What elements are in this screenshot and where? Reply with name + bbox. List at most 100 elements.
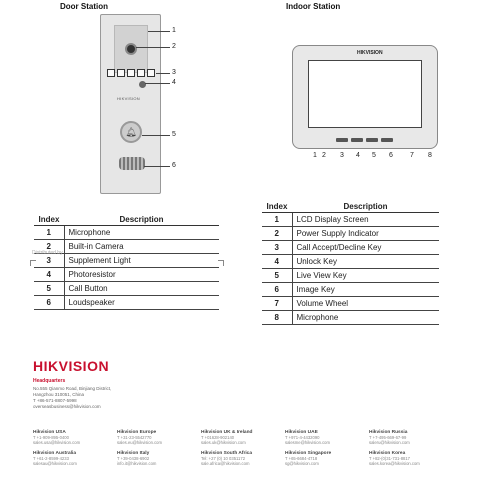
hq-phone: T +86-571-8807-5998: [33, 398, 77, 403]
keys-row: [336, 138, 393, 142]
office-name: Hikvision Australia: [33, 451, 77, 456]
hq-address-line: No.555 Qianmo Road, Binjiang District,: [33, 386, 112, 391]
row-description: Loudspeaker: [63, 295, 219, 310]
callout-line: [145, 83, 170, 84]
key-icon: [351, 138, 363, 142]
office-phone: T +61-2-8599-4233: [33, 456, 69, 461]
row-description: Photoresistor: [63, 267, 219, 282]
row-index: 2: [34, 239, 64, 254]
indoor-header-description: Description: [292, 201, 439, 213]
led-icon: [147, 69, 155, 77]
door-callout-3: 3: [172, 69, 176, 76]
row-index: 4: [34, 267, 64, 282]
row-description: Built-in Camera: [63, 239, 219, 254]
row-index: 6: [34, 295, 64, 310]
row-description: Power Supply Indicator: [291, 226, 439, 241]
led-icon: [107, 69, 115, 77]
office-phone: Tel: +27 (0) 10 0351172: [201, 456, 246, 461]
office-name: Hikvision South Africa: [201, 451, 252, 456]
row-index: 7: [262, 296, 292, 311]
lcd-screen: [308, 60, 422, 128]
office-phone: T +7-495-669-67-99: [369, 435, 407, 440]
callout-line: [136, 47, 170, 48]
office-email[interactable]: sales.usa@hikvision.com: [33, 440, 81, 445]
distributor-watermark: Distributed by: [32, 250, 63, 256]
office-email[interactable]: saleru@hikvision.com: [369, 440, 410, 445]
row-index: 4: [262, 254, 292, 269]
office-email[interactable]: info.it@hikvision.com: [117, 461, 157, 466]
office-name: Hikvision Italy: [117, 451, 150, 456]
indoor-station-image: HIKVISION: [292, 45, 438, 149]
row-index: 2: [262, 226, 292, 241]
office-email[interactable]: sg@hikvision.com: [285, 461, 319, 466]
row-description: Live View Key: [291, 268, 439, 283]
office-email[interactable]: sales.eu@hikvision.com: [117, 440, 162, 445]
row-description: Volume Wheel: [291, 296, 439, 311]
row-index: 1: [262, 212, 292, 227]
door-callout-5: 5: [172, 131, 176, 138]
indoor-callout-6: 6: [389, 152, 393, 159]
office-email[interactable]: sales.korea@hikvision.com: [369, 461, 420, 466]
indoor-callout-7: 7: [410, 152, 414, 159]
led-icon: [127, 69, 135, 77]
callout-line: [142, 135, 170, 136]
door-top-panel: [114, 25, 148, 73]
office-phone: T +31-23-5542770: [117, 435, 152, 440]
office-phone: T +1-909-895-0400: [33, 435, 69, 440]
office-phone: T +39-0438-6902: [117, 456, 150, 461]
frame-corner: [30, 260, 36, 266]
indoor-logo: HIKVISION: [357, 50, 383, 56]
office-name: Hikvision Korea: [369, 451, 406, 456]
indoor-callout-8: 8: [428, 152, 432, 159]
row-description: Microphone: [63, 225, 219, 240]
office-name: Hikvision UAE: [285, 430, 318, 435]
row-description: Microphone: [291, 310, 439, 325]
row-description: Call Button: [63, 281, 219, 296]
key-icon: [336, 138, 348, 142]
speaker-grille-icon: [119, 157, 145, 170]
indoor-callout-2: 2: [322, 152, 326, 159]
indoor-callout-4: 4: [356, 152, 360, 159]
row-description: LCD Display Screen: [291, 212, 439, 227]
door-header-description: Description: [64, 214, 219, 226]
office-email[interactable]: sales.uk@hikvision.com: [201, 440, 246, 445]
callout-line: [144, 166, 170, 167]
row-index: 8: [262, 310, 292, 325]
led-icon: [137, 69, 145, 77]
indoor-callout-3: 3: [340, 152, 344, 159]
door-header-index: Index: [34, 214, 64, 226]
office-email[interactable]: salesme@hikvision.com: [285, 440, 330, 445]
indoor-station-title: Indoor Station: [286, 2, 341, 11]
door-callout-1: 1: [172, 27, 176, 34]
camera-icon: [125, 43, 137, 55]
row-description: Unlock Key: [291, 254, 439, 269]
row-index: 3: [262, 240, 292, 255]
bell-icon: 🔔︎: [120, 121, 142, 143]
office-name: Hikvision Europe: [117, 430, 157, 435]
office-email[interactable]: salesau@hikvision.com: [33, 461, 77, 466]
office-email[interactable]: sale.africa@hikvision.com: [201, 461, 250, 466]
office-name: Hikvision Singapore: [285, 451, 332, 456]
row-index: 6: [262, 282, 292, 297]
row-description: Image Key: [291, 282, 439, 297]
key-icon: [366, 138, 378, 142]
door-callout-2: 2: [172, 43, 176, 50]
brand-logo: HIKVISION: [33, 358, 110, 374]
